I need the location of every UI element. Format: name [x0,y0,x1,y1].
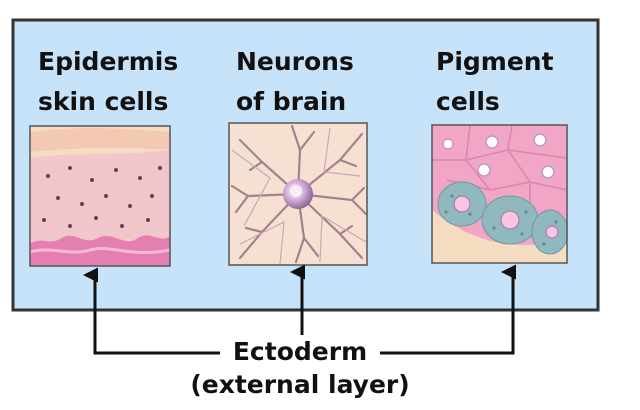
neuron-icon [229,123,367,265]
skin-cells-label-line2: skin cells [38,87,169,116]
ectoderm-connector-arrows [83,264,516,355]
pigment-cells-icon [432,125,567,263]
ectoderm-label: Ectoderm [232,337,368,366]
pigment-cells-label-line1: Pigment [436,47,554,76]
skin-tissue-icon [30,126,170,266]
neurons-label-line1: Neurons [236,47,354,76]
arrow-to-skin [83,267,220,355]
pigment-cells-label-line2: cells [436,87,500,116]
neurons-label-line2: of brain [236,87,347,116]
arrow-to-pigment [380,264,516,355]
skin-cells-label-line1: Epidermis [38,47,179,76]
external-layer-label: (external layer) [190,370,410,399]
